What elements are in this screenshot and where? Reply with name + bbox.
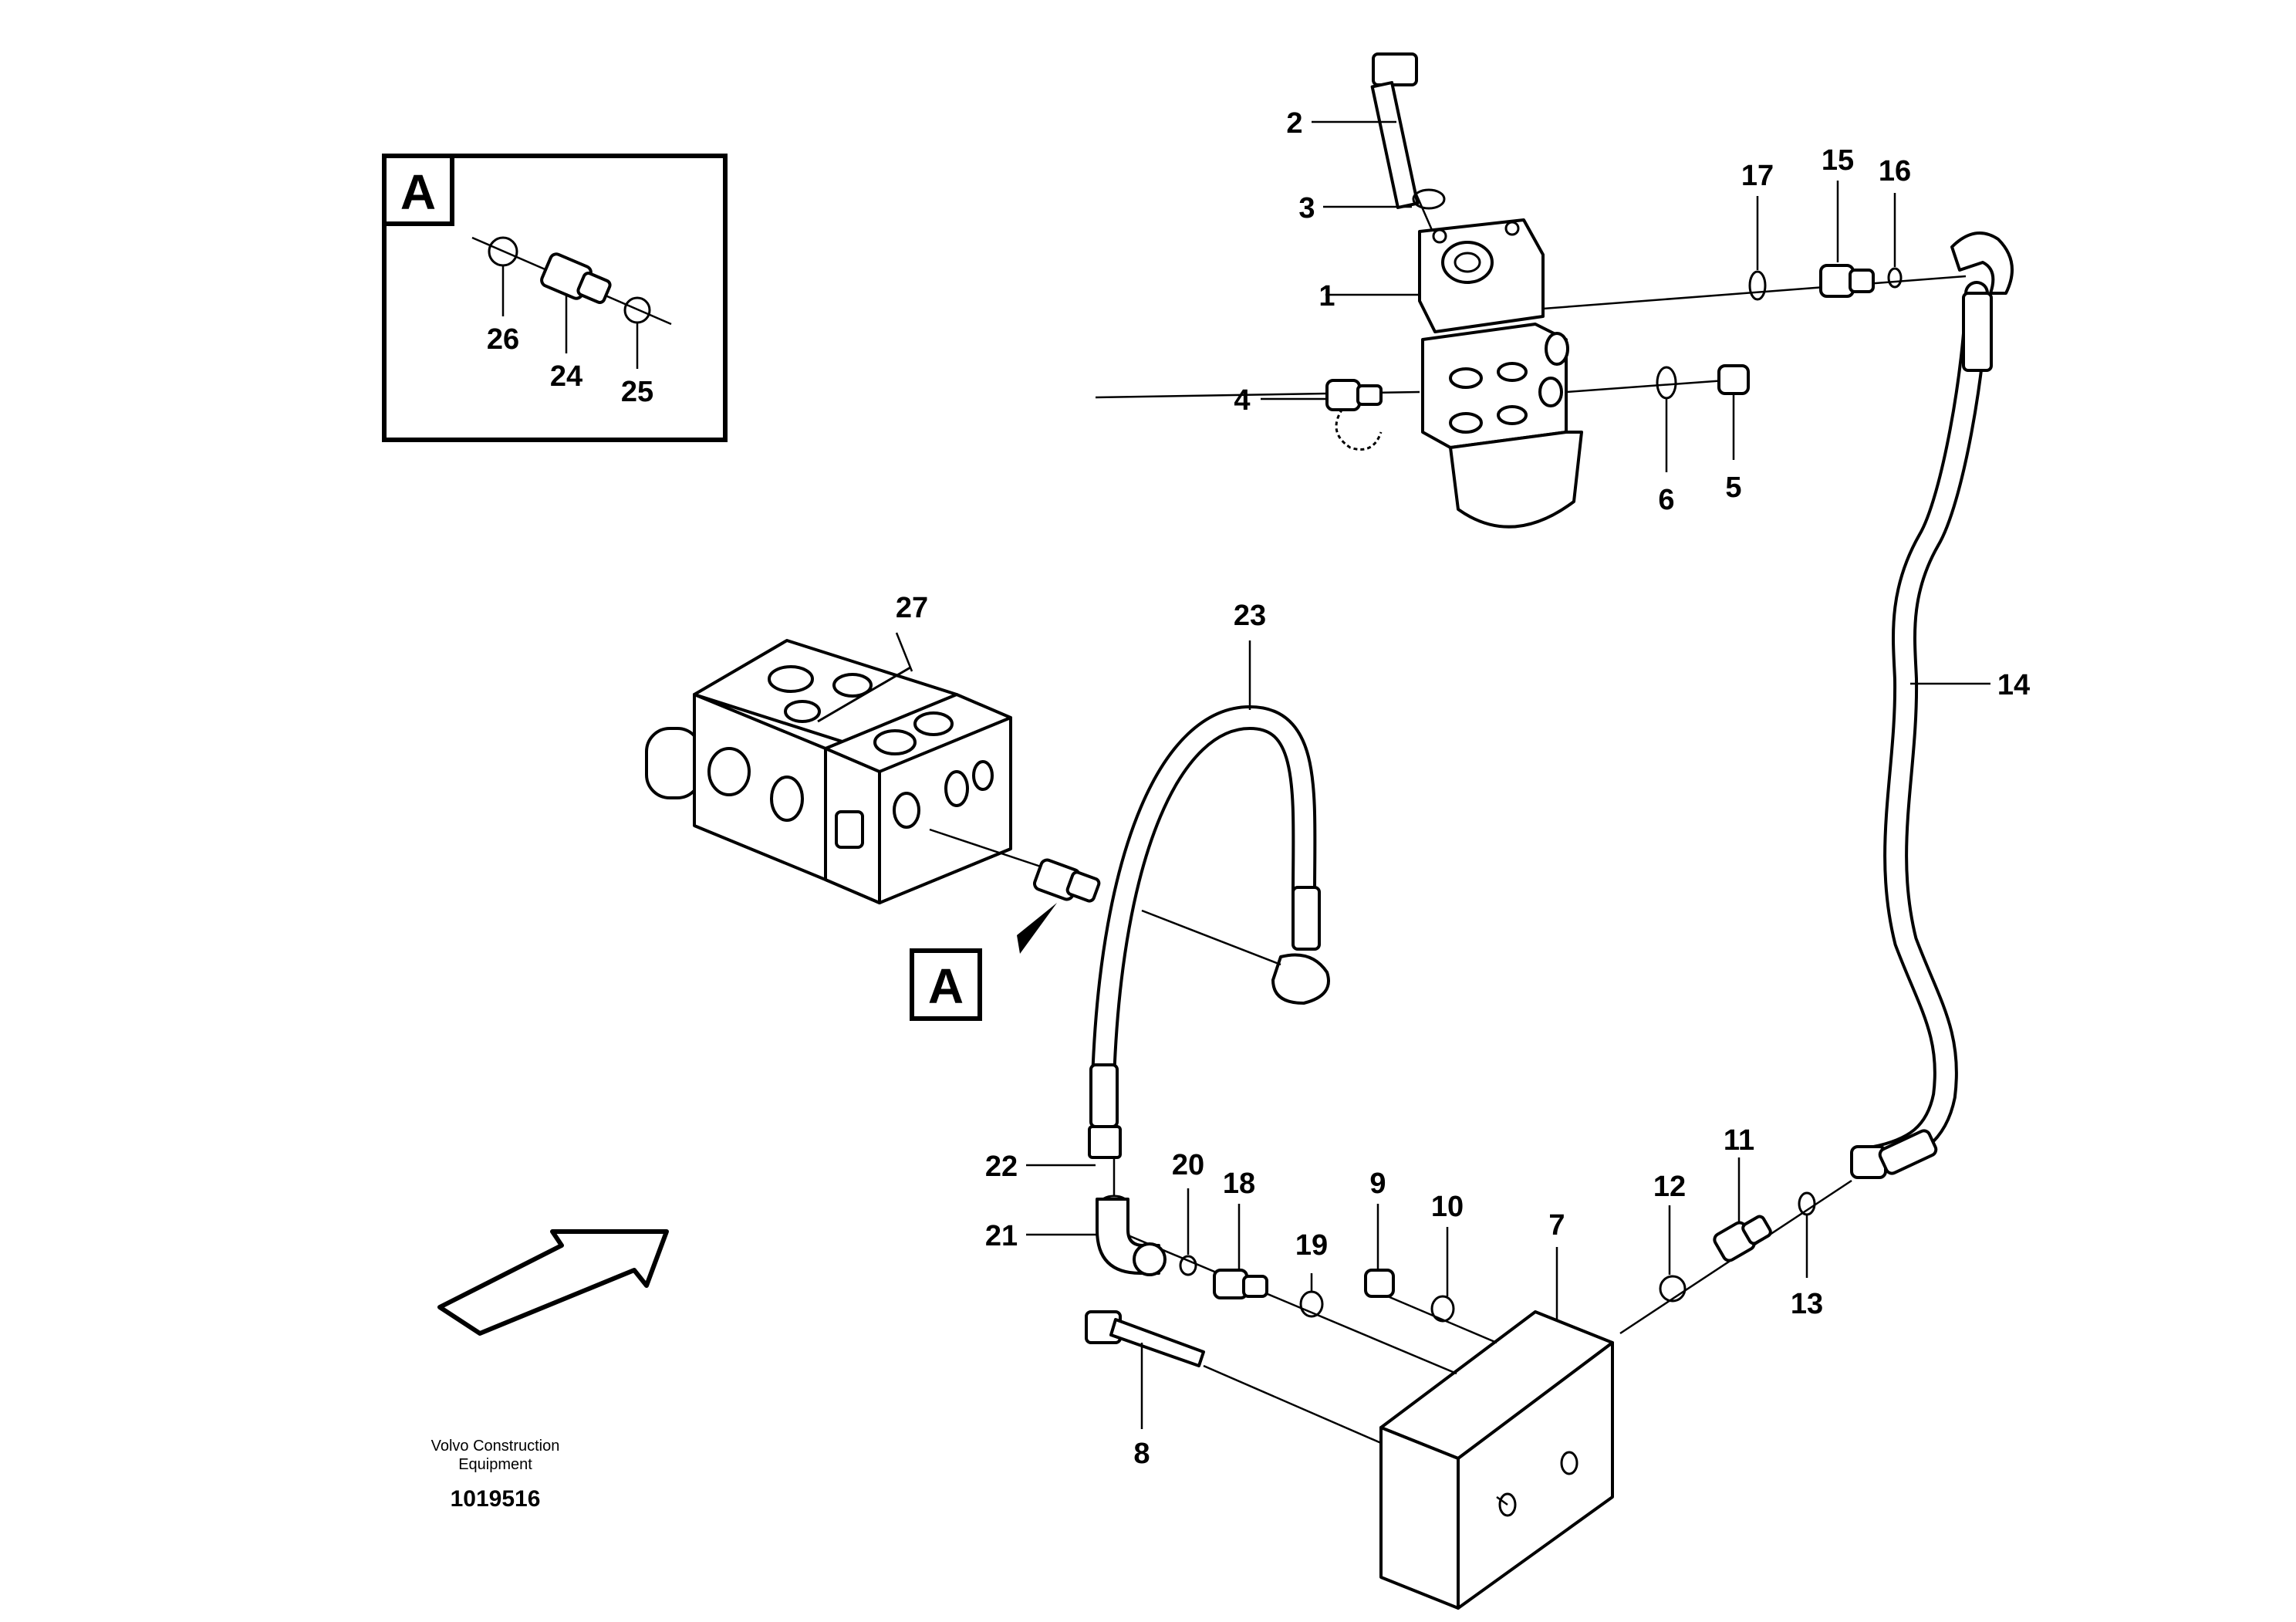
fittings-15-16-17: 17 15 16: [1542, 144, 1967, 310]
footer-company-line2: Equipment: [458, 1456, 532, 1473]
label-18: 18: [1223, 1168, 1255, 1200]
label-10: 10: [1431, 1191, 1464, 1223]
label-22: 22: [985, 1151, 1018, 1183]
detail-view-label: A: [400, 164, 436, 220]
callout-a-marker: A: [910, 903, 1057, 1021]
label-8: 8: [1133, 1438, 1150, 1470]
label-23: 23: [1234, 600, 1266, 632]
drawing-id: 1019516: [451, 1486, 541, 1512]
label-17: 17: [1741, 160, 1774, 192]
label-2: 2: [1286, 107, 1302, 140]
label-13: 13: [1791, 1288, 1823, 1320]
fittings-9-10-18-19-20: 9 10 18 19 20: [1126, 1149, 1497, 1375]
footer: Volvo Construction Equipment 1019516: [431, 1438, 560, 1512]
label-26: 26: [487, 323, 519, 356]
hose-23: 23: [1088, 600, 1330, 1159]
label-20: 20: [1172, 1149, 1204, 1181]
label-9: 9: [1369, 1168, 1386, 1200]
label-16: 16: [1879, 155, 1911, 188]
label-24: 24: [550, 360, 582, 393]
fittings-11-12-13: 11 12 13: [1619, 1124, 1852, 1335]
label-3: 3: [1298, 192, 1315, 225]
elbow-21-ring-22: 22 21: [985, 1151, 1167, 1276]
label-1: 1: [1319, 280, 1335, 313]
label-27: 27: [896, 592, 928, 624]
label-14: 14: [1997, 669, 2030, 701]
label-7: 7: [1548, 1209, 1565, 1242]
block-7: 7: [1379, 1209, 1614, 1610]
hose-14: 14: [1850, 231, 2030, 1179]
label-12: 12: [1653, 1171, 1686, 1203]
label-4: 4: [1234, 384, 1250, 417]
label-11: 11: [1724, 1124, 1754, 1157]
bolt-8: 8: [1085, 1310, 1382, 1470]
callout-marker-label: A: [928, 958, 964, 1014]
label-6: 6: [1658, 484, 1674, 516]
label-25: 25: [621, 376, 653, 408]
label-15: 15: [1822, 144, 1854, 177]
label-19: 19: [1295, 1229, 1328, 1262]
valve-block-27: 27: [645, 592, 1101, 904]
label-5: 5: [1725, 471, 1741, 504]
detail-view-a: A 26 24 25: [382, 154, 728, 442]
footer-company-line1: Volvo Construction: [431, 1438, 560, 1455]
direction-arrow-icon: [437, 1229, 669, 1336]
label-21: 21: [985, 1220, 1018, 1252]
steering-unit-1: 2 3 1 4 6 5: [1095, 52, 1750, 529]
